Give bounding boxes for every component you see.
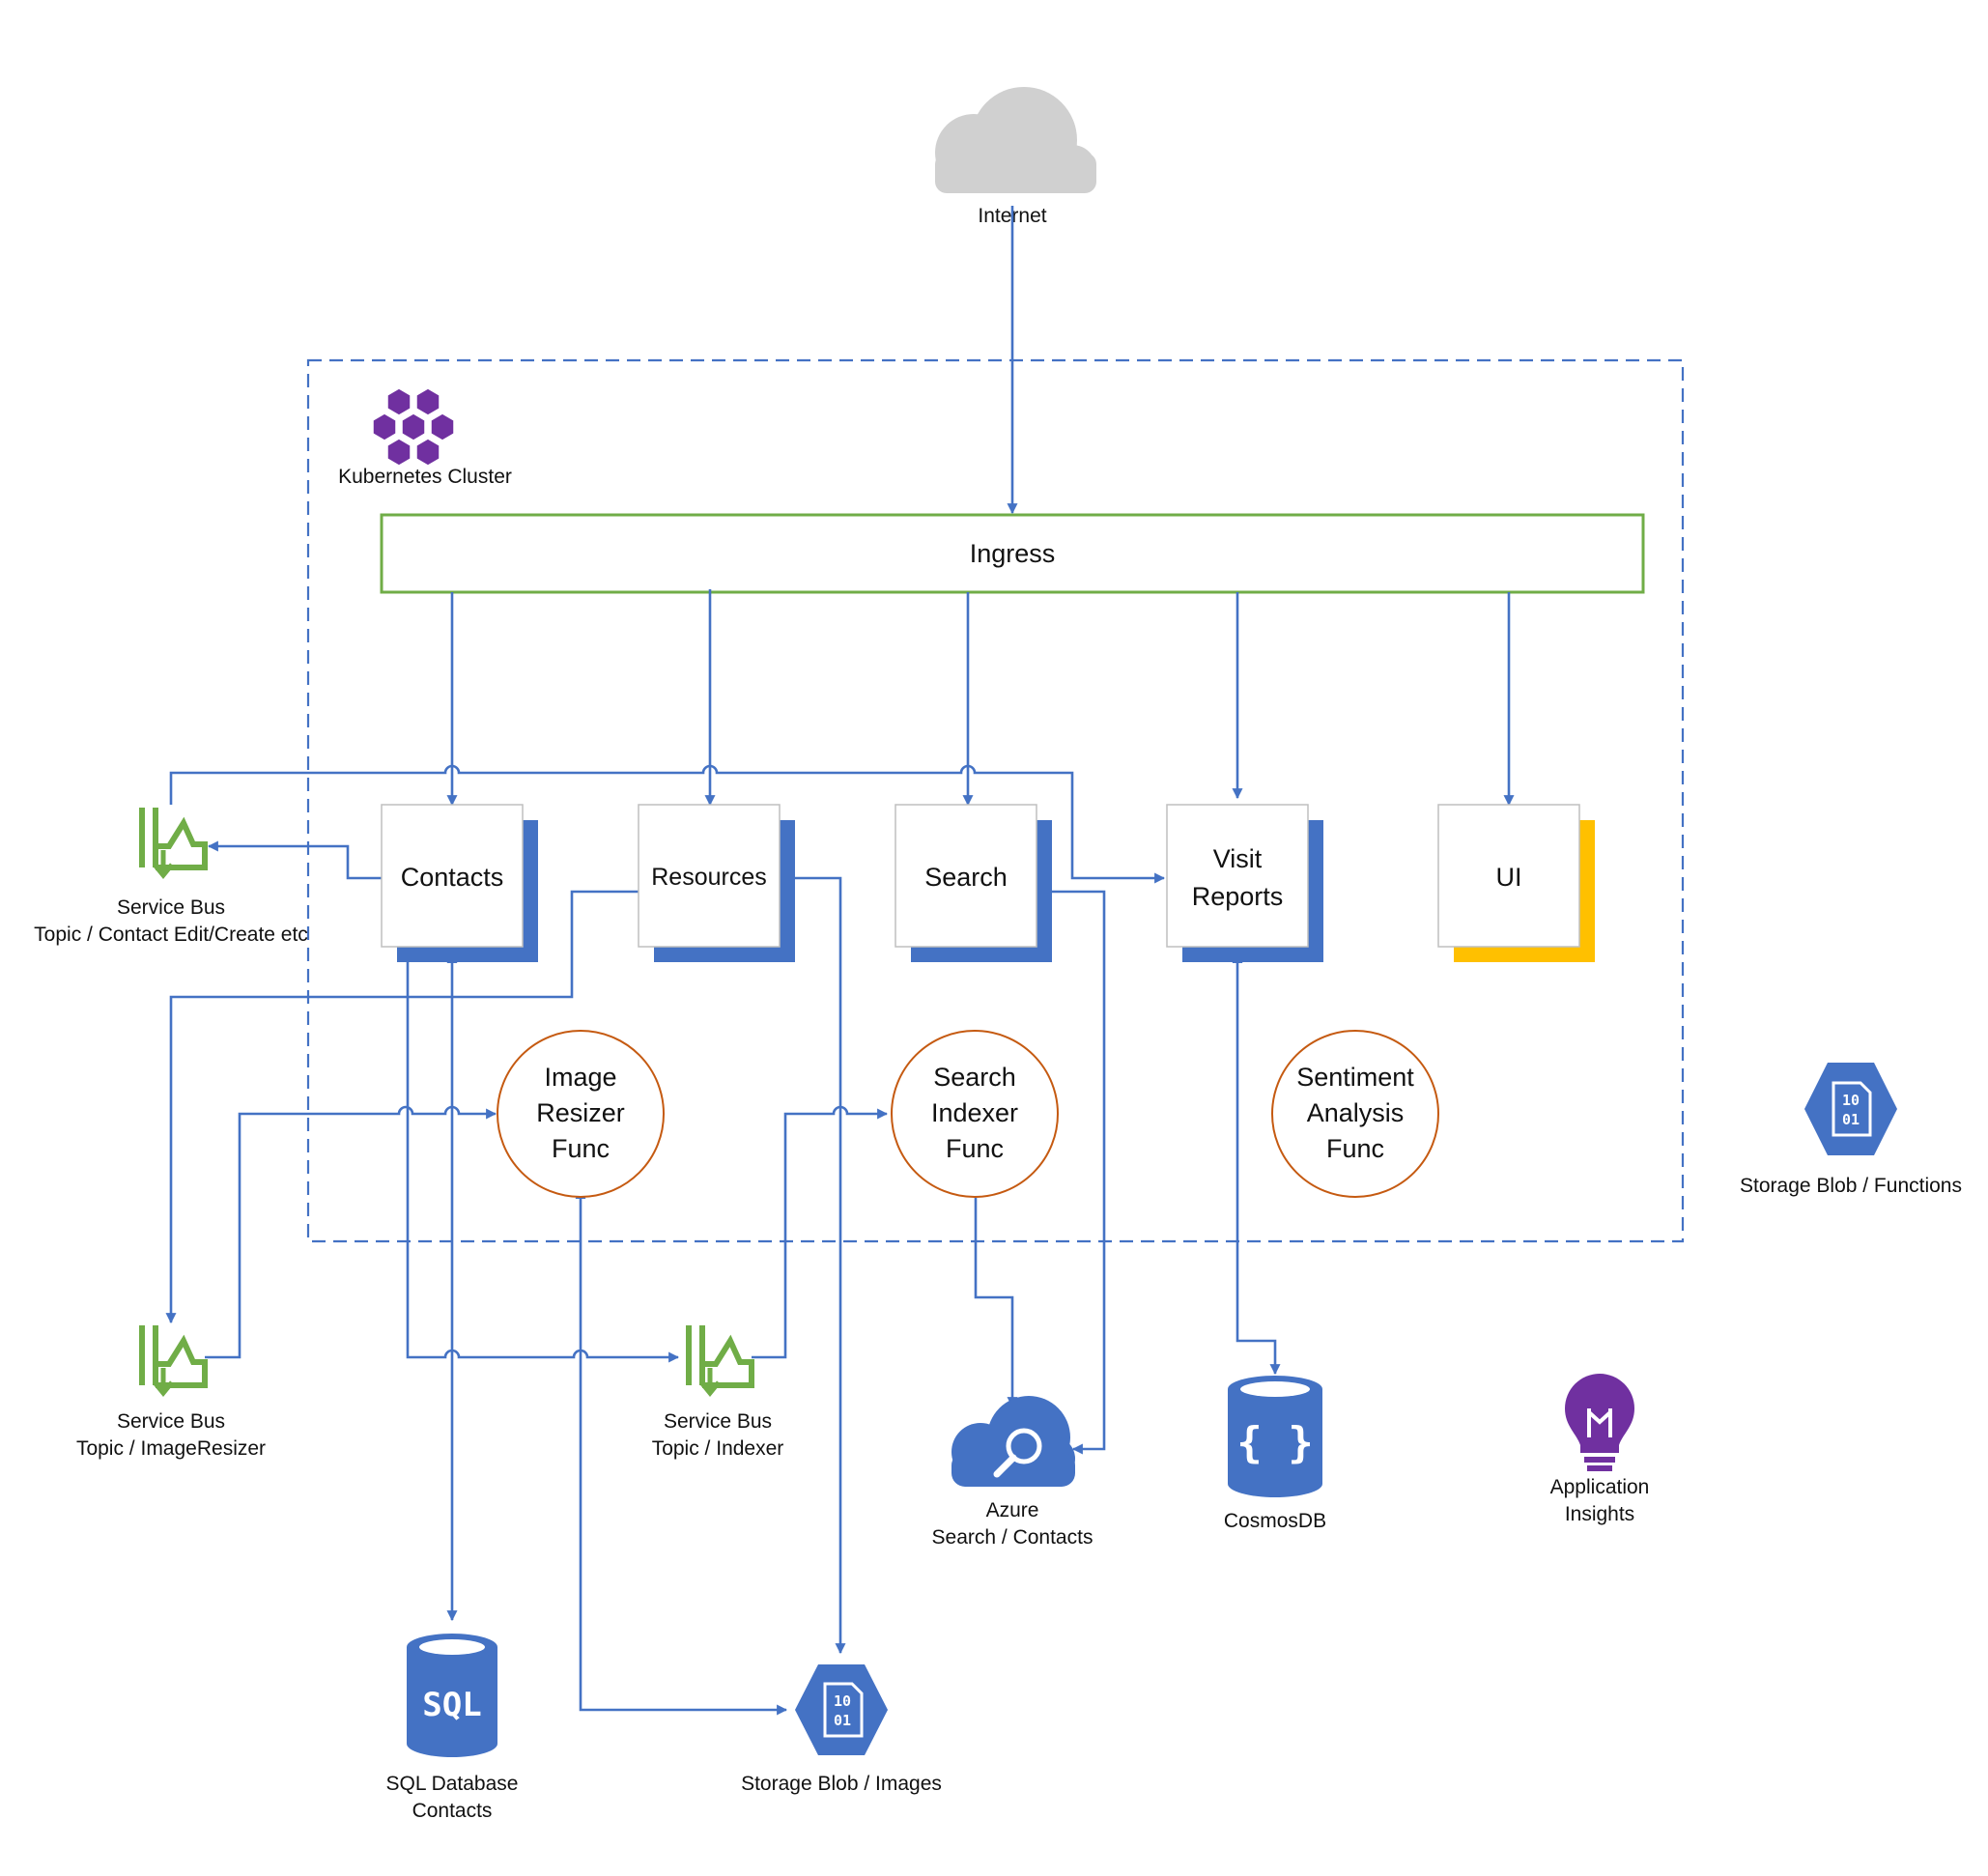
storage-blob-functions-node: 10 01 Storage Blob / Functions <box>1740 1063 1962 1197</box>
cosmos-braces: { } <box>1236 1418 1313 1467</box>
azure-search-icon <box>951 1396 1075 1487</box>
sentiment-label-1: Sentiment <box>1296 1063 1414 1092</box>
storage-blob-functions-label: Storage Blob / Functions <box>1740 1175 1962 1197</box>
ui-box <box>1437 804 1580 948</box>
kubernetes-cluster-label: Kubernetes Cluster <box>338 466 512 488</box>
application-insights-label-1: Application <box>1550 1476 1650 1498</box>
service-bus-icon <box>139 1325 208 1397</box>
sentiment-circle <box>1271 1030 1439 1198</box>
service-bus-contact-label-2: Topic / Contact Edit/Create etc <box>34 924 308 946</box>
search-service: Search <box>895 804 1052 962</box>
sql-database-icon: SQL <box>407 1634 497 1757</box>
internet-node: Internet <box>935 87 1096 227</box>
search-indexer-label-3: Func <box>946 1134 1004 1163</box>
visit-reports-label-2: Reports <box>1192 882 1284 911</box>
visit-reports-service: Visit Reports <box>1166 804 1323 962</box>
edge-servicebus-visit-reports <box>169 764 1166 884</box>
sql-icon-text: SQL <box>422 1686 481 1724</box>
azure-search-label-1: Azure <box>986 1499 1039 1521</box>
blob-bits-bottom: 01 <box>834 1712 851 1729</box>
blob-bits-top: 10 <box>1842 1092 1860 1109</box>
storage-blob-images-label: Storage Blob / Images <box>741 1773 942 1795</box>
service-bus-resizer: Service Bus Topic / ImageResizer <box>76 1325 266 1460</box>
sql-database-node: SQL SQL Database Contacts <box>386 1634 519 1822</box>
application-insights-node: Application Insights <box>1550 1374 1650 1525</box>
edge-visit-reports-cosmos <box>1232 952 1281 1376</box>
connectors <box>165 206 1515 1716</box>
service-bus-contact-label-1: Service Bus <box>117 896 225 919</box>
azure-search-label-2: Search / Contacts <box>932 1526 1093 1549</box>
service-bus-contact: Service Bus Topic / Contact Edit/Create … <box>34 808 308 946</box>
search-indexer-func: Search Indexer Func <box>891 1030 1059 1198</box>
lightbulb-icon <box>1565 1374 1634 1471</box>
image-resizer-func: Image Resizer Func <box>497 1030 665 1198</box>
ui-label: UI <box>1496 863 1522 892</box>
ui-service: UI <box>1437 804 1595 962</box>
edge-sb-indexer-search-func <box>752 1105 889 1359</box>
storage-blob-icon: 10 01 <box>795 1664 888 1755</box>
azure-search-node: Azure Search / Contacts <box>932 1396 1093 1549</box>
kubernetes-cluster: Kubernetes Cluster <box>306 358 1685 1243</box>
search-box <box>895 804 1037 948</box>
resources-box <box>638 804 781 948</box>
ingress-node: Ingress <box>380 513 1645 594</box>
search-label: Search <box>924 863 1008 892</box>
ingress-label: Ingress <box>970 539 1056 568</box>
service-bus-icon <box>686 1325 754 1397</box>
storage-blob-icon: 10 01 <box>1804 1063 1897 1155</box>
service-bus-indexer: Service Bus Topic / Indexer <box>652 1325 784 1460</box>
image-resizer-label-3: Func <box>552 1134 610 1163</box>
search-indexer-label-2: Indexer <box>931 1098 1018 1127</box>
application-insights-label-2: Insights <box>1565 1503 1634 1525</box>
edge-resources-blob <box>782 876 846 1655</box>
storage-blob-images-node: 10 01 Storage Blob / Images <box>741 1664 942 1795</box>
sql-database-label-2: Contacts <box>412 1800 493 1822</box>
ingress-box <box>380 513 1645 594</box>
edge-resources-sb-resizer <box>165 890 654 1324</box>
cosmosdb-label: CosmosDB <box>1224 1510 1326 1532</box>
sentiment-label-3: Func <box>1326 1134 1384 1163</box>
search-indexer-circle <box>891 1030 1059 1198</box>
sentiment-label-2: Analysis <box>1307 1098 1405 1127</box>
service-bus-resizer-label-2: Topic / ImageResizer <box>76 1437 266 1460</box>
contacts-label: Contacts <box>401 863 504 892</box>
contacts-box <box>381 804 524 948</box>
service-bus-indexer-label-1: Service Bus <box>664 1410 772 1433</box>
blob-bits-bottom: 01 <box>1842 1111 1860 1128</box>
edge-image-func-blob <box>575 1188 788 1716</box>
cluster-boundary <box>306 358 1685 1243</box>
image-resizer-circle <box>497 1030 665 1198</box>
contacts-service: Contacts <box>381 804 538 962</box>
sql-database-label-1: SQL Database <box>386 1773 519 1795</box>
sentiment-analysis-func: Sentiment Analysis Func <box>1271 1030 1439 1198</box>
cosmosdb-node: { } CosmosDB <box>1224 1376 1326 1532</box>
service-bus-resizer-label-1: Service Bus <box>117 1410 225 1433</box>
resources-service: Resources <box>638 804 795 962</box>
visit-reports-label-1: Visit <box>1213 844 1263 873</box>
edge-search-azure-search <box>1052 890 1106 1455</box>
service-bus-indexer-label-2: Topic / Indexer <box>652 1437 784 1460</box>
image-resizer-label-2: Resizer <box>536 1098 625 1127</box>
visit-reports-box <box>1166 804 1309 948</box>
edge-contacts-servicebus <box>207 840 382 880</box>
cloud-icon <box>935 87 1096 193</box>
blob-bits-top: 10 <box>834 1692 851 1710</box>
edge-search-func-azure-search <box>974 1198 1018 1408</box>
image-resizer-label-1: Image <box>544 1063 616 1092</box>
service-bus-icon <box>139 808 208 879</box>
search-indexer-label-1: Search <box>933 1063 1016 1092</box>
kubernetes-icon <box>372 387 455 467</box>
cosmosdb-icon: { } <box>1228 1376 1322 1497</box>
resources-label: Resources <box>651 864 767 891</box>
